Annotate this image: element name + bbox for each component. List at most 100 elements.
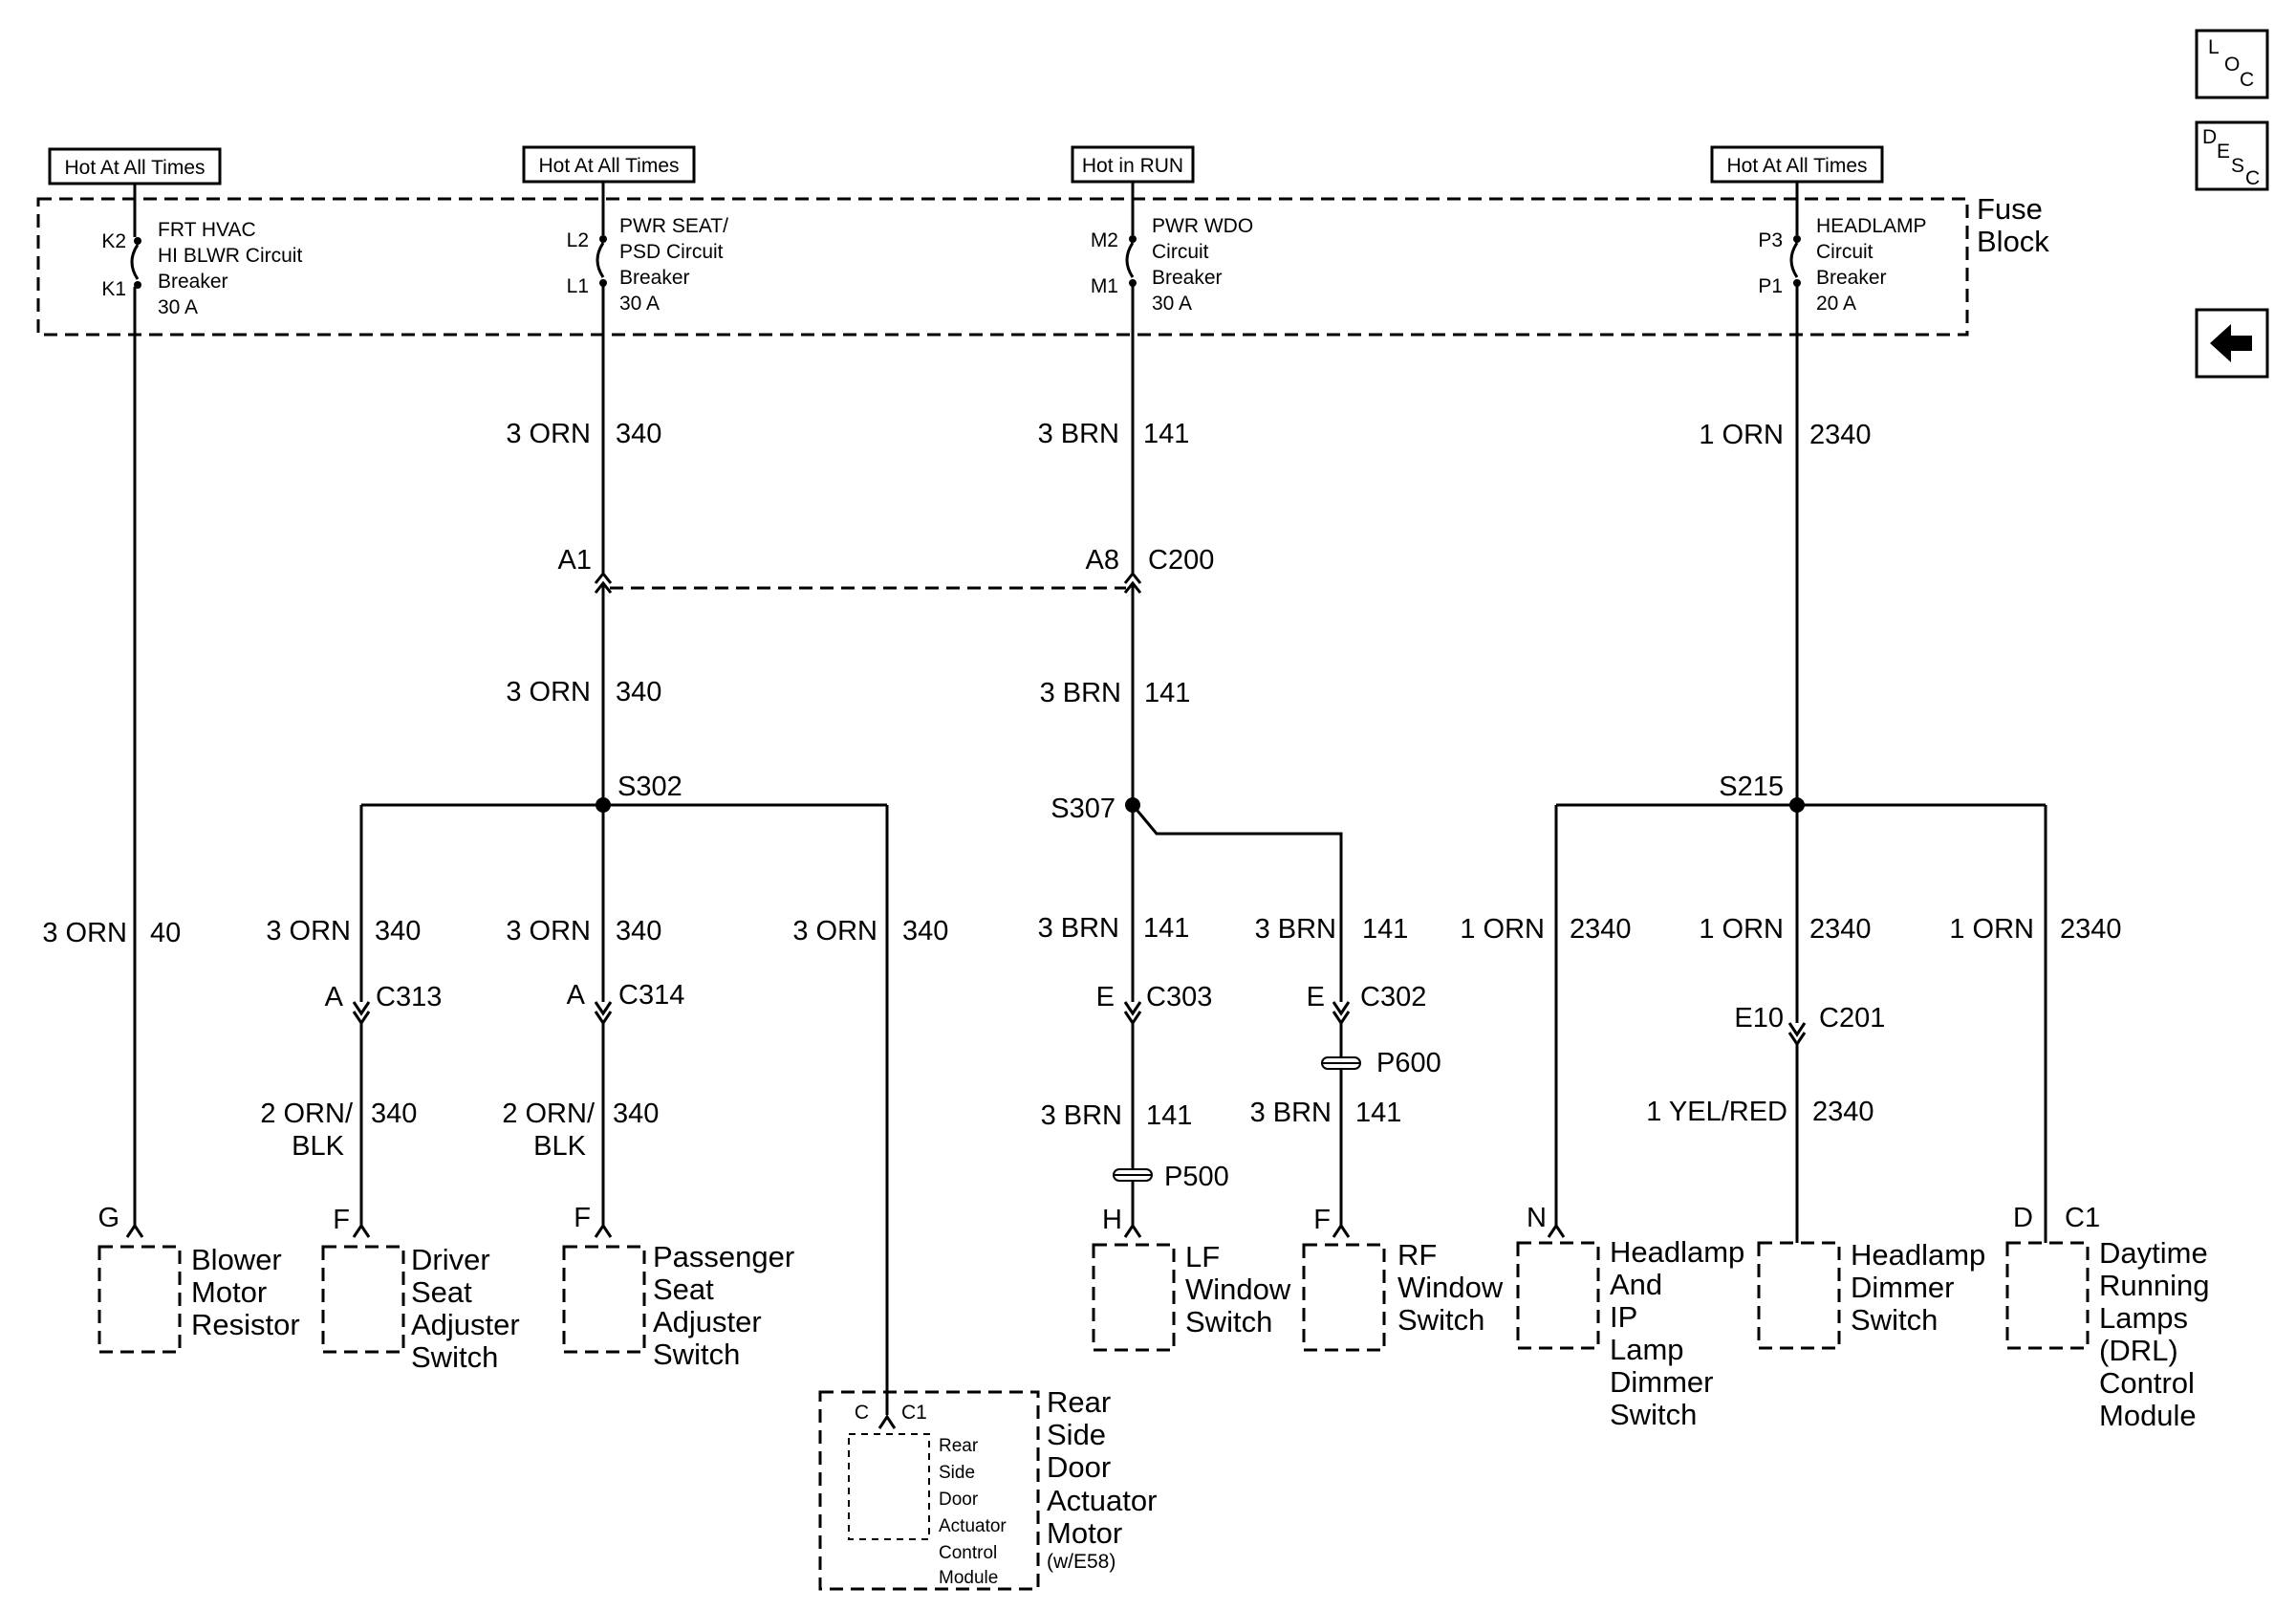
drl-control-module-box [2005,1241,2090,1350]
wire-lf-color: 3 BRN [1038,913,1119,944]
rf-pin: F [1313,1205,1331,1235]
driver-label-1: Driver [411,1243,490,1276]
wire-lf-low-color: 3 BRN [1041,1100,1122,1131]
wire-rear-color: 3 ORN [792,916,877,946]
rear-inner-label-1: Rear [939,1436,979,1456]
wire-p-upper-num: 2340 [1809,420,1872,450]
wire-pass-low-color-2: BLK [533,1131,586,1162]
rear-side-door-control-module-box [848,1433,930,1540]
breaker-k-line-1: FRT HVAC [158,219,256,241]
rear-side-door-actuator-motor-box [818,1390,1040,1591]
hot-label-k: Hot At All Times [64,157,205,179]
lf-pin: H [1102,1205,1122,1235]
p500-label: P500 [1164,1162,1229,1192]
lf-label-2: Window [1185,1273,1291,1306]
circuit-breaker-m-symbol [1125,242,1135,278]
hot-label-box-l [522,145,696,184]
hl-pin: N [1527,1203,1547,1233]
rf-window-switch-box [1302,1243,1386,1352]
wire-hl-n-num: 2340 [1570,914,1632,945]
hot-label-box-p [1710,145,1884,184]
pass-label-4: Switch [653,1338,740,1371]
wire-rf-low-num: 141 [1355,1098,1401,1128]
loc-button[interactable]: L O C [2195,29,2269,99]
wire-p-upper-color: 1 ORN [1699,420,1784,450]
blower-label-2: Motor [191,1275,267,1309]
lf-label-1: LF [1185,1240,1220,1273]
circuit-breaker-p-symbol [1789,242,1799,278]
pass-label-3: Adjuster [653,1305,762,1338]
rear-inner-label-6: Module [939,1568,998,1588]
rear-outer-label-5: Motor [1047,1516,1122,1550]
blower-motor-resistor-box [97,1245,182,1354]
breaker-k-pin-top: K2 [101,230,126,252]
drl-label-3: Lamps [2099,1301,2188,1335]
wire-driver-low-color-1: 2 ORN/ [260,1099,354,1129]
wire-l-upper-color: 3 ORN [506,419,591,449]
p600-pass-through [1321,1056,1361,1070]
c303-connector [1123,1001,1142,1026]
wire-driver-low-color-2: BLK [292,1131,344,1162]
lf-window-switch-box [1092,1243,1176,1352]
c313-pin: A [325,982,344,1012]
driver-pin: F [333,1205,350,1235]
wire-m-mid-num: 141 [1144,678,1190,708]
breaker-l-pin-top: L2 [567,229,589,251]
drl-conn: C1 [2065,1203,2100,1233]
blower-pin: G [97,1203,119,1233]
wire-pass-num: 340 [616,916,661,946]
breaker-m-line-1: PWR WDO [1152,215,1253,237]
breaker-m-pin-bottom: M1 [1091,275,1118,297]
wire-dim-low-color: 1 YEL/RED [1646,1097,1787,1127]
splice-s307-label: S307 [1051,794,1116,824]
wire-l-mid-num: 340 [616,677,661,707]
dim-label-2: Dimmer [1851,1271,1955,1304]
circuit-breaker-k-symbol [130,244,140,280]
breaker-p-pin-bottom: P1 [1758,275,1783,297]
c314-label: C314 [618,980,684,1011]
wire-rf-color: 3 BRN [1255,914,1336,945]
c201-pin: E10 [1734,1003,1784,1033]
breaker-m-line-2: Circuit [1152,241,1209,263]
rear-outer-label-4: Actuator [1047,1484,1157,1517]
pass-pin: F [574,1203,591,1233]
wire-m-upper-color: 3 BRN [1038,419,1119,449]
breaker-l-line-3: Breaker [619,267,690,289]
rear-outer-label-3: Door [1047,1450,1111,1484]
c303-label: C303 [1146,982,1212,1012]
breaker-l-line-4: 30 A [619,293,660,315]
c303-pin: E [1096,982,1115,1012]
driver-seat-adjuster-switch-box [321,1245,405,1354]
back-button[interactable] [2195,308,2269,379]
rf-label-1: RF [1397,1238,1437,1272]
breaker-p-line-4: 20 A [1816,293,1856,315]
desc-button[interactable]: D E S C [2195,120,2269,191]
hot-label-p: Hot At All Times [1726,155,1867,177]
breaker-l-line-1: PWR SEAT/ [619,215,728,237]
wire-pass-low-num: 340 [613,1099,659,1129]
wire-drl-color: 1 ORN [1949,914,2034,945]
wire-hl-dim-num: 2340 [1809,914,1872,945]
rf-label-2: Window [1397,1271,1504,1304]
hl-label-3: IP [1610,1300,1637,1334]
driver-label-4: Switch [411,1340,498,1374]
c201-connector [1787,1022,1807,1047]
breaker-m-line-3: Breaker [1152,267,1223,289]
pass-label-2: Seat [653,1273,714,1306]
wire-driver-num: 340 [375,916,421,946]
c314-connector [594,1001,613,1026]
hl-label-2: And [1610,1268,1662,1301]
wire-l-mid-color: 3 ORN [506,677,591,707]
drl-label-4: (DRL) [2099,1334,2178,1367]
c313-label: C313 [376,982,442,1012]
rear-inner-label-2: Side [939,1463,975,1483]
desc-letter-e: E [2217,141,2230,163]
wire-lf-num: 141 [1143,913,1189,944]
back-arrow-icon [2210,324,2252,362]
wire-blower-color: 3 ORN [42,918,127,948]
drl-label-5: Control [2099,1366,2195,1400]
wire-dim-low-num: 2340 [1812,1097,1874,1127]
dim-label-3: Switch [1851,1303,1938,1337]
c200-label: C200 [1148,545,1214,576]
hl-label-1: Headlamp [1610,1235,1744,1269]
